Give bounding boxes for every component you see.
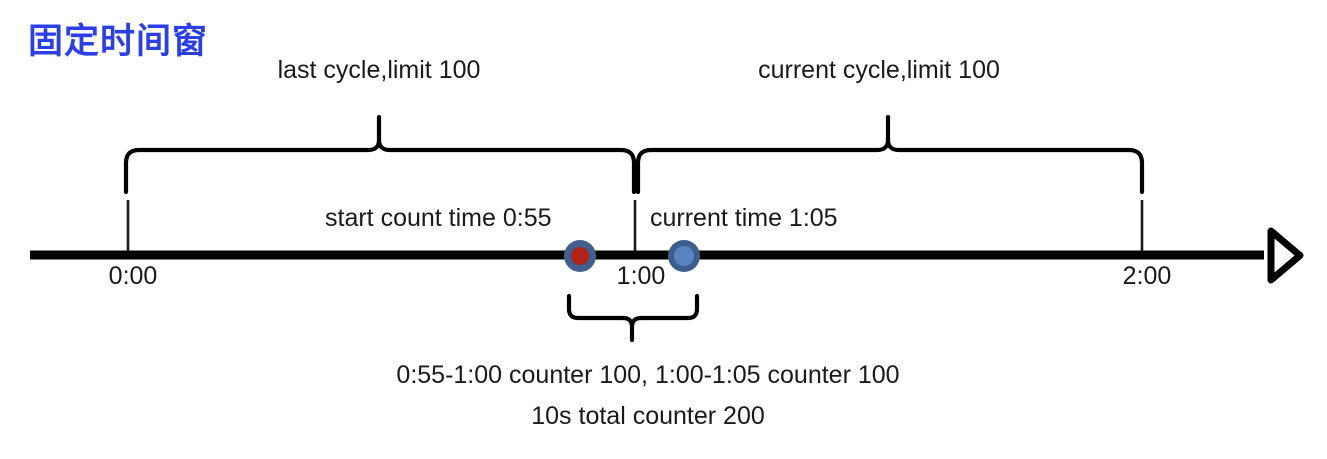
current-time-marker <box>668 240 700 272</box>
last-cycle-label: last cycle,limit 100 <box>277 56 481 84</box>
start-count-marker-core <box>571 247 589 265</box>
last-cycle-brace <box>123 114 637 195</box>
start-count-marker <box>564 240 596 272</box>
current-time-marker-core <box>674 246 694 266</box>
start-count-time-label: start count time 0:55 <box>325 204 552 232</box>
current-cycle-label: current cycle,limit 100 <box>758 56 1000 84</box>
tick-label-0-00: 0:00 <box>108 262 158 290</box>
axis-tick-marks <box>126 200 1144 254</box>
counter-summary-line-1: 0:55-1:00 counter 100, 1:00-1:05 counter… <box>396 361 900 389</box>
page-title: 固定时间窗 <box>28 22 209 61</box>
tick-label-1-00: 1:00 <box>616 262 666 290</box>
current-cycle-brace <box>635 114 1145 195</box>
tick-label-2-00: 2:00 <box>1122 262 1172 290</box>
current-time-label: current time 1:05 <box>650 204 838 232</box>
counter-summary-line-2: 10s total counter 200 <box>531 402 765 430</box>
window-span-brace <box>566 293 700 343</box>
arrow-right-outline <box>1267 227 1304 284</box>
